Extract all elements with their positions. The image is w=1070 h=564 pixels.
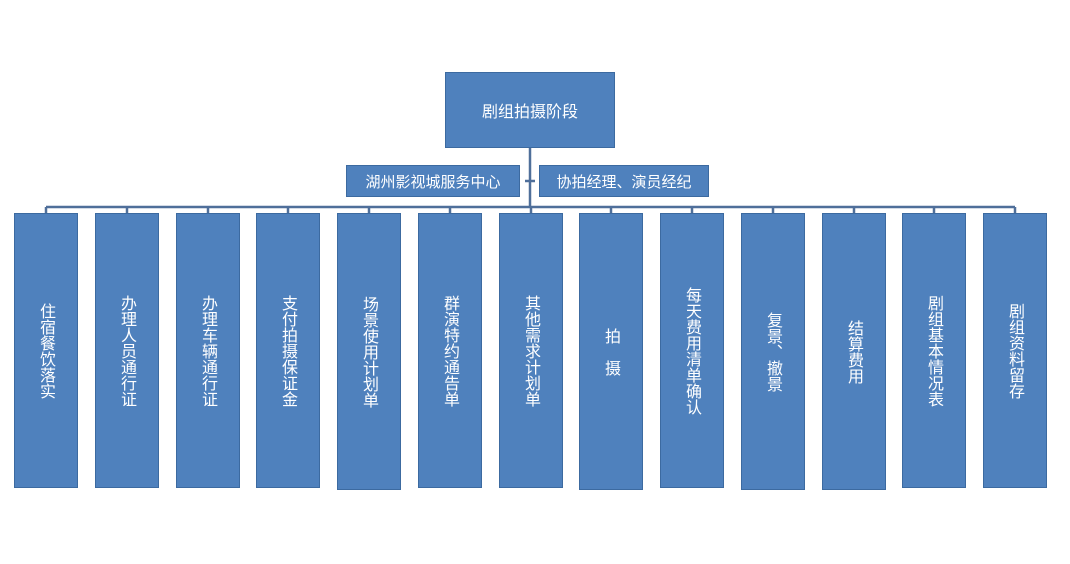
step-box: 住宿餐饮落实	[14, 213, 78, 488]
step-label: 办理人员通行证	[118, 294, 137, 407]
step-label: 住宿餐饮落实	[37, 302, 56, 399]
step-box: 场景使用计划单	[337, 213, 401, 490]
step-box: 复景、撤景	[741, 213, 805, 490]
root-node: 剧组拍摄阶段	[445, 72, 615, 148]
support-label-right: 协拍经理、演员经纪	[539, 165, 709, 197]
step-box: 其他需求计划单	[499, 213, 563, 488]
step-box: 支付拍摄保证金	[256, 213, 320, 488]
step-label: 群演特约通告单	[441, 294, 460, 407]
step-label: 每天费用清单确认	[683, 286, 702, 415]
step-box: 办理人员通行证	[95, 213, 159, 488]
step-box: 结算费用	[822, 213, 886, 490]
step-box: 拍 摄	[579, 213, 643, 490]
support-right-text: 协拍经理、演员经纪	[556, 172, 692, 191]
support-left-text: 湖州影视城服务中心	[365, 172, 501, 191]
drop-lines	[44, 207, 1017, 213]
step-label: 支付拍摄保证金	[279, 294, 298, 407]
step-label: 办理车辆通行证	[199, 294, 218, 407]
root-label: 剧组拍摄阶段	[481, 102, 578, 121]
step-box: 群演特约通告单	[418, 213, 482, 488]
support-label-left: 湖州影视城服务中心	[346, 165, 520, 197]
step-label: 拍 摄	[602, 327, 621, 376]
step-label: 剧组基本情况表	[925, 294, 944, 407]
step-label: 场景使用计划单	[360, 295, 379, 408]
step-label: 复景、撤景	[764, 311, 783, 392]
step-box: 剧组基本情况表	[902, 213, 966, 488]
step-label: 结算费用	[845, 319, 864, 384]
step-label: 其他需求计划单	[522, 294, 541, 407]
step-box: 每天费用清单确认	[660, 213, 724, 488]
step-box: 剧组资料留存	[983, 213, 1047, 488]
step-label: 剧组资料留存	[1006, 302, 1025, 399]
step-box: 办理车辆通行证	[176, 213, 240, 488]
